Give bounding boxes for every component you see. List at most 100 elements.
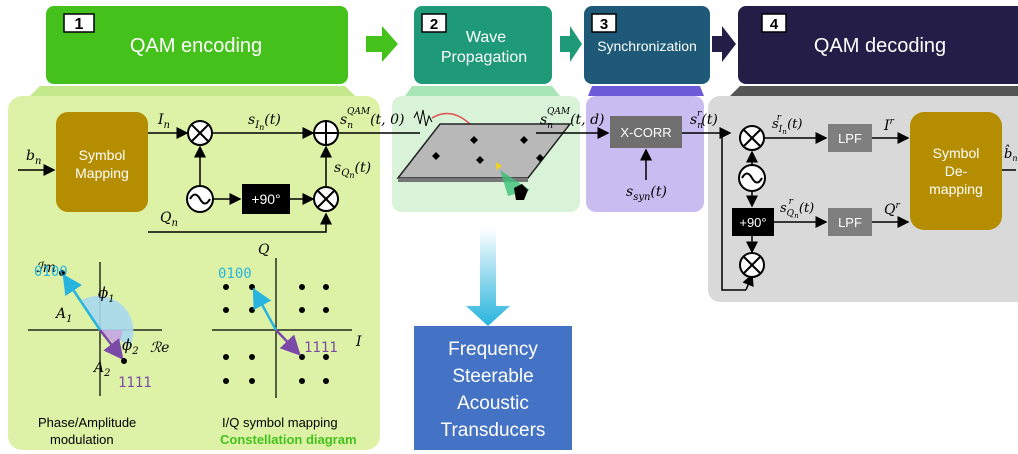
encoding-panel-connector [30, 86, 355, 96]
constellation-diagram: Q I 0100 1111 I/Q symbol mapping Constel… [212, 242, 362, 447]
symbol-mapping-line2: Mapping [75, 165, 129, 181]
rx-input-label: snr(t) [690, 109, 718, 131]
rx-oscillator-icon [738, 164, 766, 192]
transducer-icon [514, 184, 528, 200]
mixer-q-icon [313, 186, 339, 212]
adder-icon [313, 120, 339, 146]
encoder-diagram: bn Symbol Mapping In +90° [18, 107, 420, 233]
q-axis-label: Q [258, 242, 270, 258]
phi1-label: ϕ1 [98, 284, 115, 305]
phi2-label: ϕ2 [122, 336, 139, 357]
transducer-line3: Acoustic [457, 393, 529, 414]
rx-si-label: sInr(t) [772, 113, 802, 136]
xcorr-block [610, 116, 682, 148]
stage-4-title: QAM decoding [814, 35, 946, 57]
plot1-sym2: 1111 [118, 375, 152, 391]
stage-3-header: 3 Synchronization [584, 6, 710, 84]
demap-line2: De- [945, 163, 968, 179]
xcorr-label: X-CORR [620, 125, 671, 140]
propagation-scene: snQAM(t, d) [396, 107, 610, 200]
plot1-sym1: 0100 [34, 264, 68, 280]
stage-2-header: 2 Wave Propagation [414, 6, 552, 84]
constellation-vector-2 [275, 329, 301, 356]
rx-channel-label: snQAM(t, d) [540, 107, 605, 131]
ir-label: Ir [883, 117, 895, 134]
symbol-demapping-block [910, 112, 1002, 230]
constellation-points [223, 284, 329, 384]
vector-a2 [99, 329, 124, 360]
qn-arrow [148, 212, 332, 233]
transducer-line2: Steerable [452, 366, 533, 387]
vector-a1 [62, 273, 102, 331]
stage-3-number-box [591, 13, 617, 33]
plot2-caption-line1: I/Q symbol mapping [222, 415, 338, 430]
flow-arrow-1 [366, 26, 398, 62]
decoder-diagram: snr(t) +90° sInr(t) LPF Ir [690, 109, 1017, 291]
lpf-i-label: LPF [838, 131, 862, 146]
stage-4-number: 4 [770, 16, 779, 33]
qn-label: Qn [160, 210, 178, 229]
symbol-mapping-block [56, 112, 148, 212]
stage-1-title: QAM encoding [130, 35, 262, 57]
bn-label: bn [26, 148, 41, 167]
qr-label: Qr [884, 201, 900, 218]
symbol-mapping-line1: Symbol [79, 147, 126, 163]
oscillator-icon [186, 185, 214, 213]
transducer-callout: Frequency Steerable Acoustic Transducers [414, 228, 572, 450]
transducer-line1: Frequency [448, 339, 538, 360]
lpf-q-block [828, 208, 872, 236]
rx-mixer-q-icon [739, 252, 765, 278]
transducer-line4: Transducers [441, 420, 546, 441]
decoding-panel-connector [730, 86, 1018, 96]
propagation-panel-connector [405, 86, 560, 96]
tx-output-label: snQAM(t, 0) [340, 107, 404, 131]
a1-label: A1 [54, 306, 73, 325]
stage-2-number-box [421, 13, 447, 33]
stage-4-number-box [761, 13, 787, 33]
lpf-q-label: LPF [838, 215, 862, 230]
mixer-i-icon [187, 120, 213, 146]
i-axis-label: I [355, 334, 362, 350]
flow-arrow-2 [560, 26, 582, 62]
im-axis-label: ℐm [36, 260, 56, 276]
demap-line3: mapping [929, 181, 983, 197]
sync-panel-connector [588, 86, 704, 96]
si-label: sIn(t) [248, 112, 281, 132]
bn-hat-label: b̂n [1004, 144, 1017, 163]
phase-shift-label: +90° [251, 191, 280, 207]
stage-1-number: 1 [75, 16, 84, 33]
rx-phase-shift-label: +90° [739, 215, 766, 230]
stage-2-number: 2 [430, 16, 438, 33]
transducer-box [414, 326, 572, 450]
demap-line1: Symbol [933, 145, 980, 161]
down-arrow [466, 228, 510, 326]
a2-label: A2 [92, 360, 111, 379]
re-axis-label: ℛe [150, 340, 169, 356]
stage-3-title: Synchronization [597, 38, 697, 54]
stage-2-title-line2: Propagation [441, 49, 527, 66]
stage-2-title-line1: Wave [466, 29, 506, 46]
in-label: In [157, 112, 170, 131]
stage-1-number-box [63, 13, 95, 33]
phase-shift-block [242, 184, 290, 214]
constellation-vector-1 [252, 287, 278, 331]
sync-diagram: X-CORR ssyn(t) [610, 116, 732, 203]
phase-amplitude-plot: ℐm ℛe 0100 1111 ϕ1 ϕ2 A1 A2 Phase/Amplit… [28, 260, 169, 447]
lpf-i-block [828, 124, 872, 152]
stage-4-header: 4 QAM decoding [738, 6, 1018, 84]
rx-sq-label: sQnr(t) [780, 197, 814, 220]
rx-phase-shift-block [732, 208, 774, 236]
plot2-caption-line2: Constellation diagram [220, 432, 357, 447]
plot2-sym1: 0100 [218, 266, 252, 282]
stage-1-header: 1 QAM encoding [46, 6, 348, 84]
plot2-sym2: 1111 [304, 340, 338, 356]
rx-mixer-i-icon [739, 125, 765, 151]
flow-arrow-3 [712, 26, 736, 62]
plot1-caption-line1: Phase/Amplitude [38, 415, 136, 430]
wave-icon [413, 109, 433, 127]
stage-3-number: 3 [600, 16, 608, 33]
plot1-caption-line2: modulation [50, 432, 114, 447]
ssyn-label: ssyn(t) [626, 184, 667, 203]
sq-label: sQn(t) [334, 160, 371, 180]
